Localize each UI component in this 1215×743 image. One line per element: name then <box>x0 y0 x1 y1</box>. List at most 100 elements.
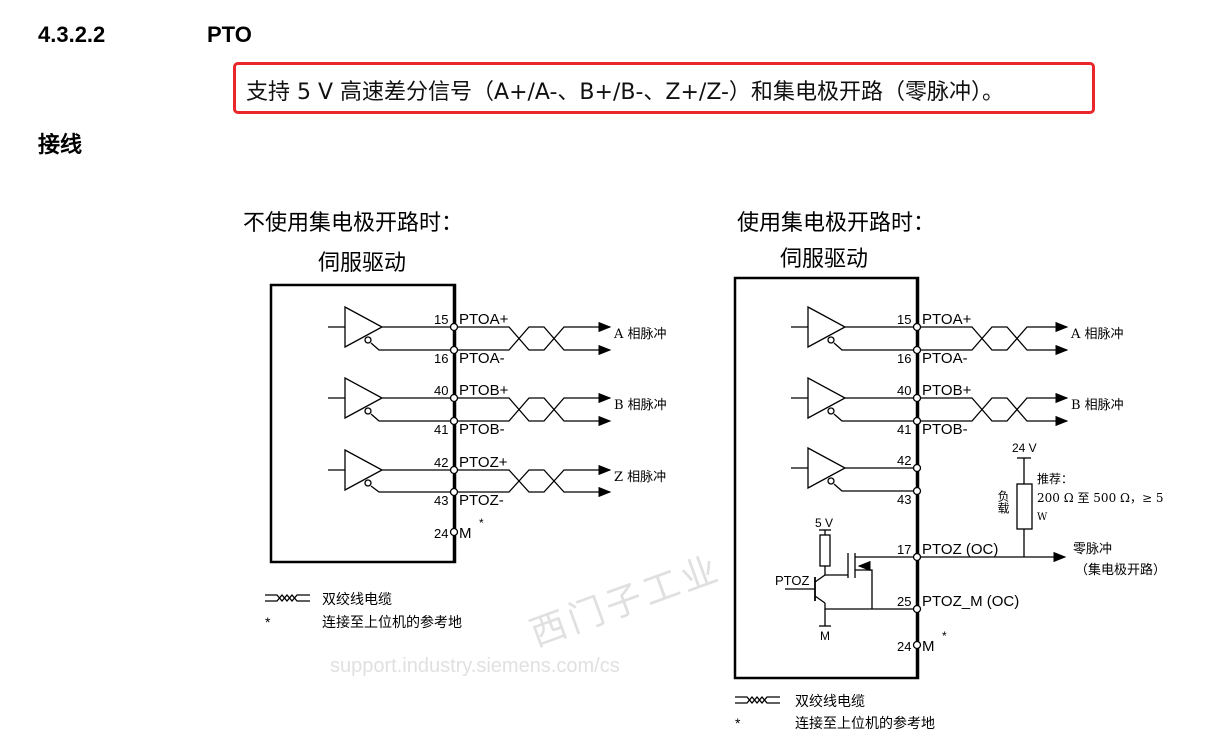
legend-twisted-pair: 双绞线电缆 <box>795 693 865 710</box>
supply-5v-label: 5 V <box>815 516 833 530</box>
pin-label: PTOZ (OC) <box>922 541 998 558</box>
pin-terminal <box>912 345 922 355</box>
pin-number: 41 <box>434 422 448 437</box>
pin-label: PTOB- <box>459 421 505 438</box>
star-mark: * <box>479 516 484 530</box>
twisted-pair-cable <box>917 326 1069 356</box>
pin-label: PTOB- <box>922 421 968 438</box>
pin-number: 41 <box>897 422 911 437</box>
watermark: 西门子工业 <box>525 547 727 654</box>
line-driver-icon <box>344 448 384 492</box>
pin-terminal <box>449 487 459 497</box>
twisted-pair-cable <box>917 392 1069 422</box>
twisted-pair-cable <box>454 326 612 356</box>
output-label: A 相脉冲 <box>1070 327 1124 342</box>
output-label: A 相脉冲 <box>613 327 667 342</box>
pin-label: M <box>922 638 935 655</box>
line-driver-icon <box>807 376 847 420</box>
pin-number: 42 <box>897 453 911 468</box>
pin-terminal <box>449 527 459 537</box>
pin-terminal <box>912 393 922 403</box>
signal-wire <box>370 413 454 422</box>
pin-number: 16 <box>434 351 448 366</box>
line-driver-icon <box>807 305 847 349</box>
diagram-title-left: 不使用集电极开路时： <box>243 211 463 236</box>
pin-number: 42 <box>434 455 448 470</box>
line-driver-icon <box>344 305 384 349</box>
twisted-pair-cable <box>917 321 1069 351</box>
pin-terminal <box>912 604 922 614</box>
signal-wire <box>370 342 454 351</box>
inverter-bubble <box>364 407 372 415</box>
section-number: 4.3.2.2 <box>38 22 106 47</box>
section-title: PTO <box>207 22 252 47</box>
recommend-label: 推荐： <box>1037 472 1073 486</box>
twisted-pair-cable <box>454 397 612 427</box>
pin-terminal <box>912 552 922 562</box>
load-resistor <box>1016 483 1033 530</box>
pullup-resistor <box>819 534 831 567</box>
twisted-pair-cable <box>454 321 612 351</box>
twisted-pair-symbol <box>265 593 310 603</box>
watermark-url: support.industry.siemens.com/cs <box>330 655 620 677</box>
signal-wire <box>833 342 917 351</box>
line-driver-icon <box>344 376 384 420</box>
pin-number: 15 <box>434 312 448 327</box>
signal-wire <box>370 485 454 493</box>
signal-wire <box>833 413 917 422</box>
device-label-right: 伺服驱动 <box>780 247 868 272</box>
supply-24v-label: 24 V <box>1012 441 1037 455</box>
legend-reference: 连接至上位机的参考地 <box>322 614 462 631</box>
pin-label: PTOA+ <box>922 311 972 328</box>
wiring-heading: 接线 <box>38 133 83 158</box>
pin-number: 40 <box>434 383 448 398</box>
resistor-spec-unit: W <box>1037 512 1048 523</box>
output-label: B 相脉冲 <box>1071 398 1124 413</box>
star-mark: * <box>942 629 947 643</box>
pin-terminal <box>912 640 922 650</box>
output-label: Z 相脉冲 <box>614 470 666 485</box>
pin-terminal <box>912 416 922 426</box>
pin-number: 16 <box>897 351 911 366</box>
pin-number: 24 <box>897 639 911 654</box>
pin-terminal <box>912 463 922 473</box>
collector-wire <box>824 566 848 576</box>
diagram-title-right: 使用集电极开路时： <box>737 211 935 236</box>
output-label: B 相脉冲 <box>614 398 667 413</box>
pin-label: PTOZ_M (OC) <box>922 593 1019 610</box>
watermark-cn: 西门子工业 <box>525 547 727 654</box>
pin-number: 15 <box>897 312 911 327</box>
ground-label: M <box>820 629 830 643</box>
inverter-bubble <box>827 407 835 415</box>
inverter-bubble <box>364 336 372 344</box>
ptoz-label: PTOZ <box>775 573 809 588</box>
legend-twisted-pair: 双绞线电缆 <box>322 591 392 608</box>
pin-terminal <box>449 416 459 426</box>
pin-label: PTOA- <box>922 350 968 367</box>
twisted-pair-symbol <box>265 593 310 603</box>
pin-number: 17 <box>897 542 911 557</box>
pin-label: M <box>459 525 472 542</box>
twisted-pair-cable <box>454 464 612 493</box>
pin-label: PTOZ- <box>459 492 504 509</box>
pin-terminal <box>449 393 459 403</box>
twisted-pair-cable <box>454 469 612 498</box>
twisted-pair-symbol <box>735 695 780 705</box>
pin-terminal <box>912 322 922 332</box>
bjt-collector <box>814 574 826 583</box>
bjt-emitter <box>814 595 826 604</box>
pin-number: 43 <box>897 492 911 507</box>
pin-terminal <box>449 465 459 475</box>
twisted-pair-cable <box>454 392 612 422</box>
inverter-bubble <box>827 336 835 344</box>
inverter-bubble <box>364 479 372 487</box>
pin-number: 24 <box>434 526 448 541</box>
inverter-bubble <box>827 477 835 485</box>
note-text: 支持 5 V 高速差分信号（A+/A-、B+/B-、Z+/Z-）和集电极开路（零… <box>246 80 1004 105</box>
pin-number: 25 <box>897 594 911 609</box>
pin-number: 43 <box>434 493 448 508</box>
legend-star: * <box>265 614 271 630</box>
zero-pulse-note: （集电极开路） <box>1075 562 1166 578</box>
twisted-pair-symbol <box>735 695 780 705</box>
